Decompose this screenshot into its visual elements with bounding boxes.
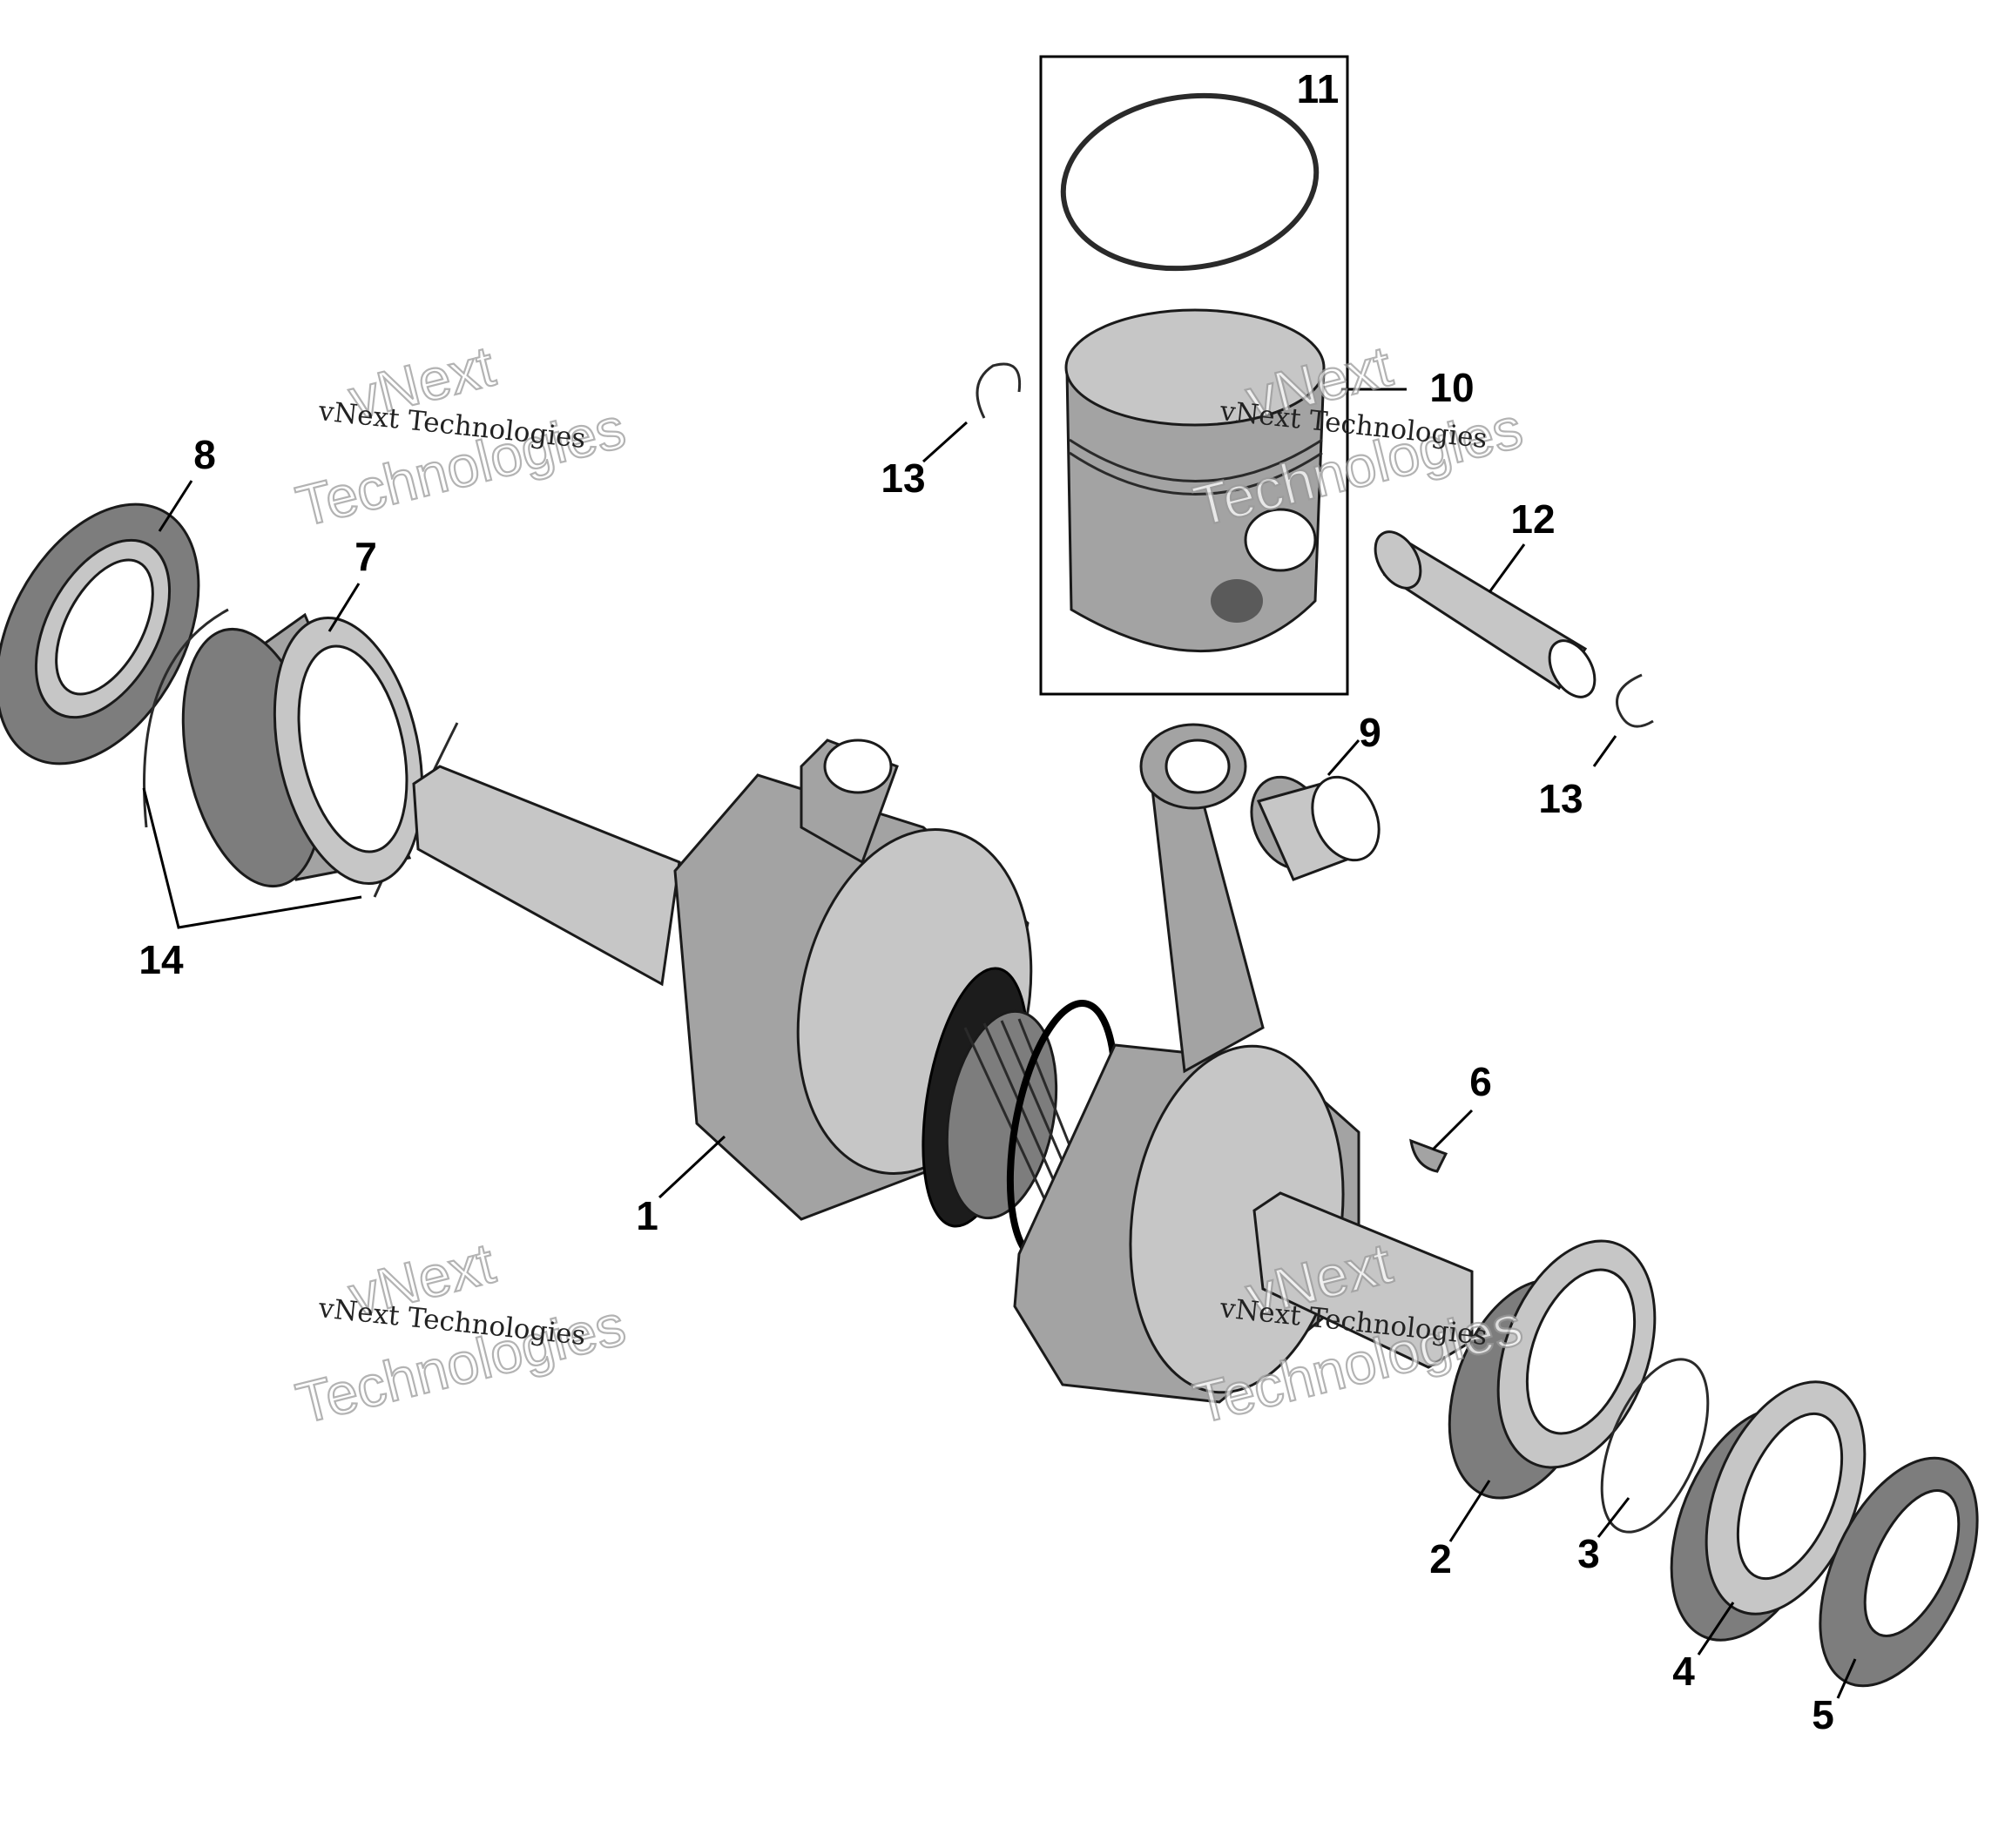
- callout-14: 14: [138, 937, 184, 982]
- part-piston-ring-11: [1060, 92, 1320, 272]
- callout-9: 9: [1359, 710, 1381, 755]
- callout-13-left: 13: [881, 455, 925, 501]
- part-crankshaft-1: [412, 739, 1474, 1404]
- part-ball-bearing-4: [1670, 1380, 1867, 1642]
- callout-11: 11: [1297, 66, 1340, 111]
- piston-assembly-box: [1039, 55, 1349, 696]
- part-oil-seal-8: [0, 502, 200, 766]
- part-piston-pin-12: [1374, 530, 1597, 698]
- part-circlip-13-left: [975, 362, 1022, 419]
- part-needle-bearing-9: [1250, 775, 1381, 881]
- callout-8: 8: [193, 432, 216, 477]
- part-snap-ring-3: [1600, 1358, 1710, 1534]
- part-circlip-13-right: [1616, 673, 1654, 728]
- callout-13-right: 13: [1538, 776, 1583, 821]
- part-bearing-2: [1448, 1239, 1657, 1500]
- callout-3: 3: [1577, 1531, 1600, 1576]
- callout-2: 2: [1429, 1536, 1452, 1582]
- part-key-6: [1409, 1138, 1448, 1173]
- callout-4: 4: [1672, 1649, 1695, 1694]
- callout-6: 6: [1469, 1059, 1492, 1104]
- part-piston-10: [1064, 308, 1326, 653]
- part-connecting-rod: [1139, 723, 1265, 1074]
- callout-7: 7: [354, 534, 377, 579]
- callout-1: 1: [636, 1193, 658, 1238]
- callout-labels: 1 2 3 4 5 6 7 8 9 10 11 12 13 13 14: [138, 66, 1833, 1737]
- part-seal-5: [1819, 1456, 1979, 1688]
- leader-lines: [142, 388, 1857, 1699]
- callout-12: 12: [1510, 496, 1555, 542]
- part-bearing-7: [181, 612, 424, 888]
- callout-5: 5: [1812, 1692, 1834, 1737]
- callout-10: 10: [1429, 365, 1474, 410]
